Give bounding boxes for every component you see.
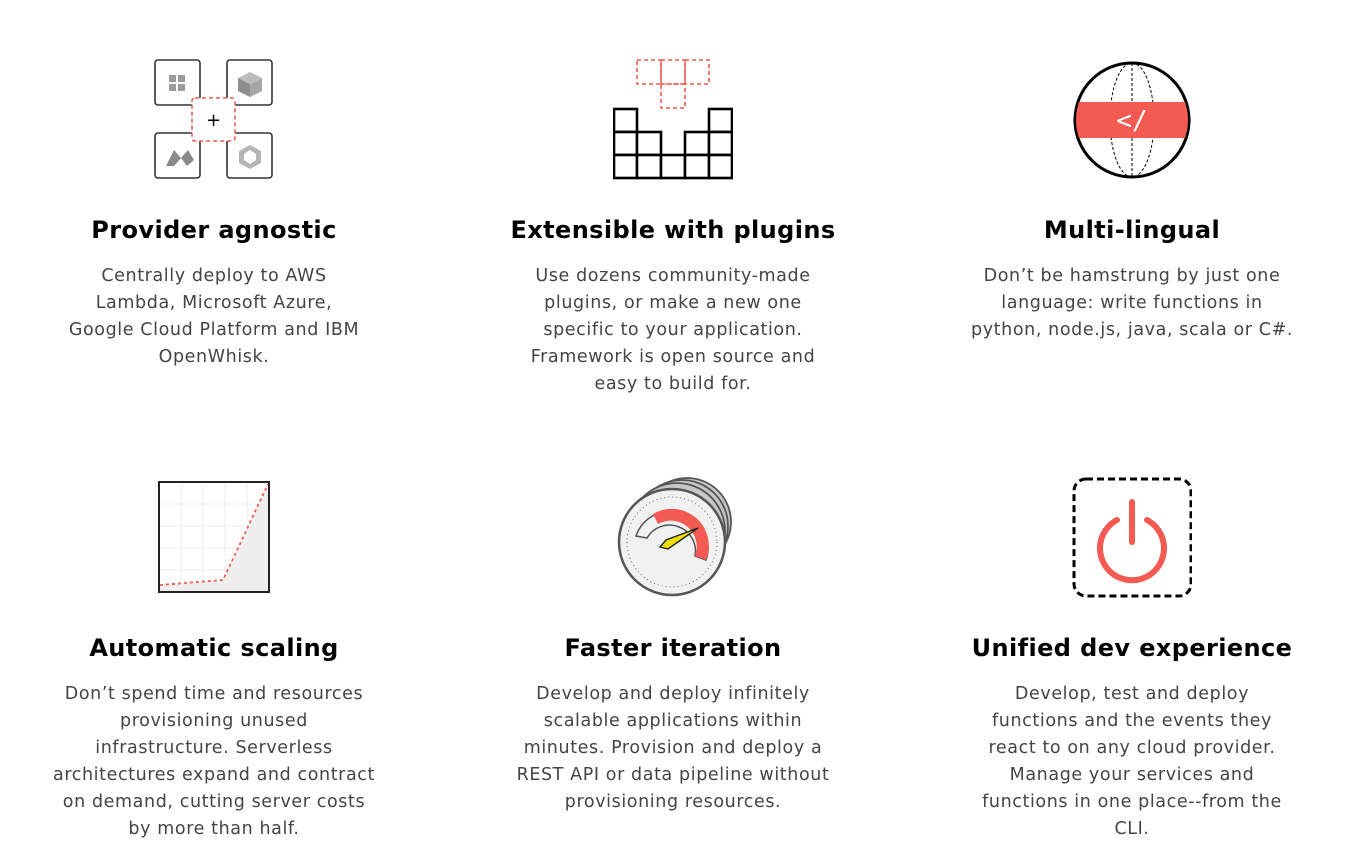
svg-text:+: + (206, 110, 221, 131)
code-glyph: </ (1116, 106, 1147, 136)
feature-title: Provider agnostic (91, 216, 337, 244)
feature-description: Develop, test and deploy functions and t… (982, 684, 1282, 839)
feature-title: Faster iteration (564, 634, 782, 662)
feature-title: Extensible with plugins (510, 216, 836, 244)
feature-description: Don’t spend time and resources provision… (53, 684, 375, 839)
feature-description: Centrally deploy to AWS Lambda, Microsof… (68, 266, 360, 367)
globe-code-icon: </ (1072, 58, 1192, 183)
feature-description: Don’t be hamstrung by just one language:… (971, 266, 1293, 340)
power-icon (1072, 476, 1192, 601)
feature-title: Unified dev experience (971, 634, 1293, 662)
provider-grid-icon: + (154, 58, 274, 183)
feature-description: Use dozens community-made plugins, or ma… (530, 266, 816, 394)
feature-title: Automatic scaling (89, 634, 339, 662)
feature-description: Develop and deploy infinitely scalable a… (516, 684, 830, 812)
plugin-blocks-icon (613, 58, 733, 183)
speedometer-icon (613, 476, 733, 601)
feature-title: Multi-lingual (1043, 216, 1221, 244)
scaling-chart-icon (154, 476, 274, 601)
